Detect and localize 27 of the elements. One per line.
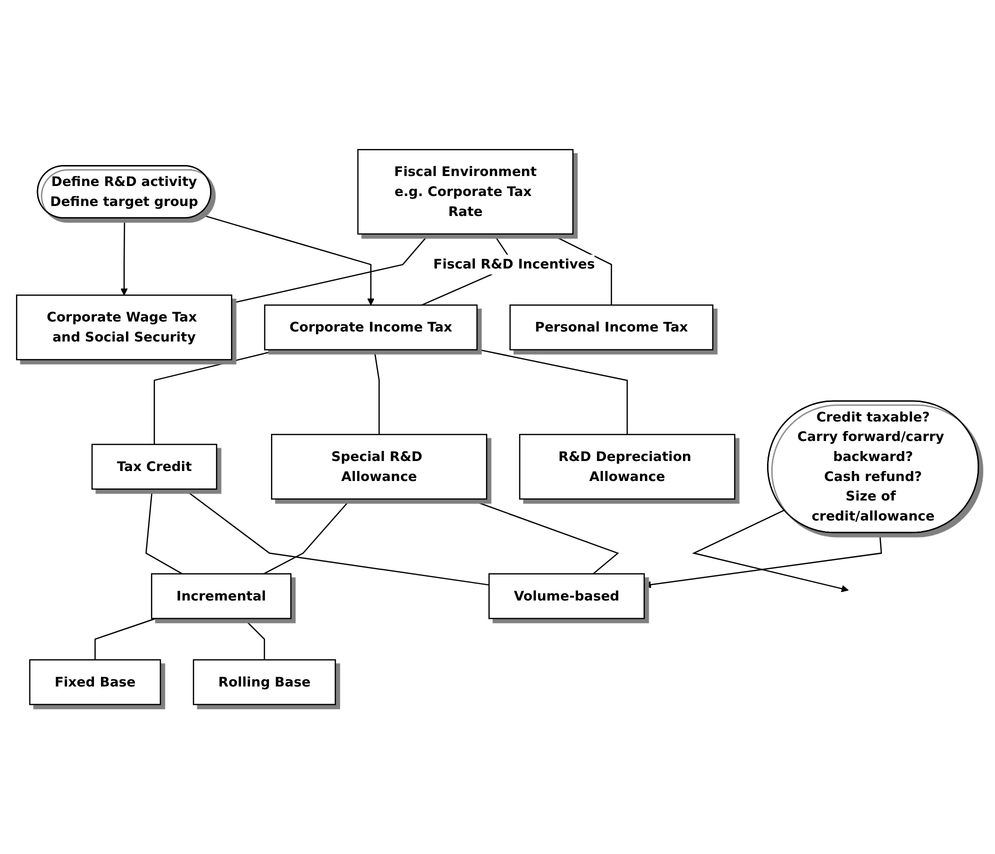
node-box: Corporate Wage Tax and Social Security [16,294,232,360]
arrow [692,510,849,592]
node-box: Personal Income Tax [509,304,714,350]
node-box: R&D Depreciation Allowance [519,434,736,500]
connector [184,488,490,586]
connector [468,498,620,574]
node-box: Volume-based [488,573,645,620]
edge-label: Fiscal R&D Incentives [433,256,595,272]
arrow [644,532,882,588]
node-box: Tax Credit [91,444,218,490]
connector [550,233,612,306]
node-box: Special R&D Allowance [271,434,488,500]
connector [476,348,628,434]
connector [94,618,156,660]
node-box: Fixed Base [29,659,162,706]
node-box: Incremental [150,573,292,620]
connector [145,488,183,574]
arrow [120,218,128,296]
connector [243,618,266,660]
arrow [198,214,374,306]
connector [263,498,352,574]
connector [374,350,380,434]
node-box: Rolling Base [192,659,336,706]
node-box: Corporate Income Tax [264,304,478,350]
connector [231,234,430,304]
node-box: Fiscal Environment e.g. Corporate Tax Rate [357,148,574,235]
connector [154,349,280,444]
